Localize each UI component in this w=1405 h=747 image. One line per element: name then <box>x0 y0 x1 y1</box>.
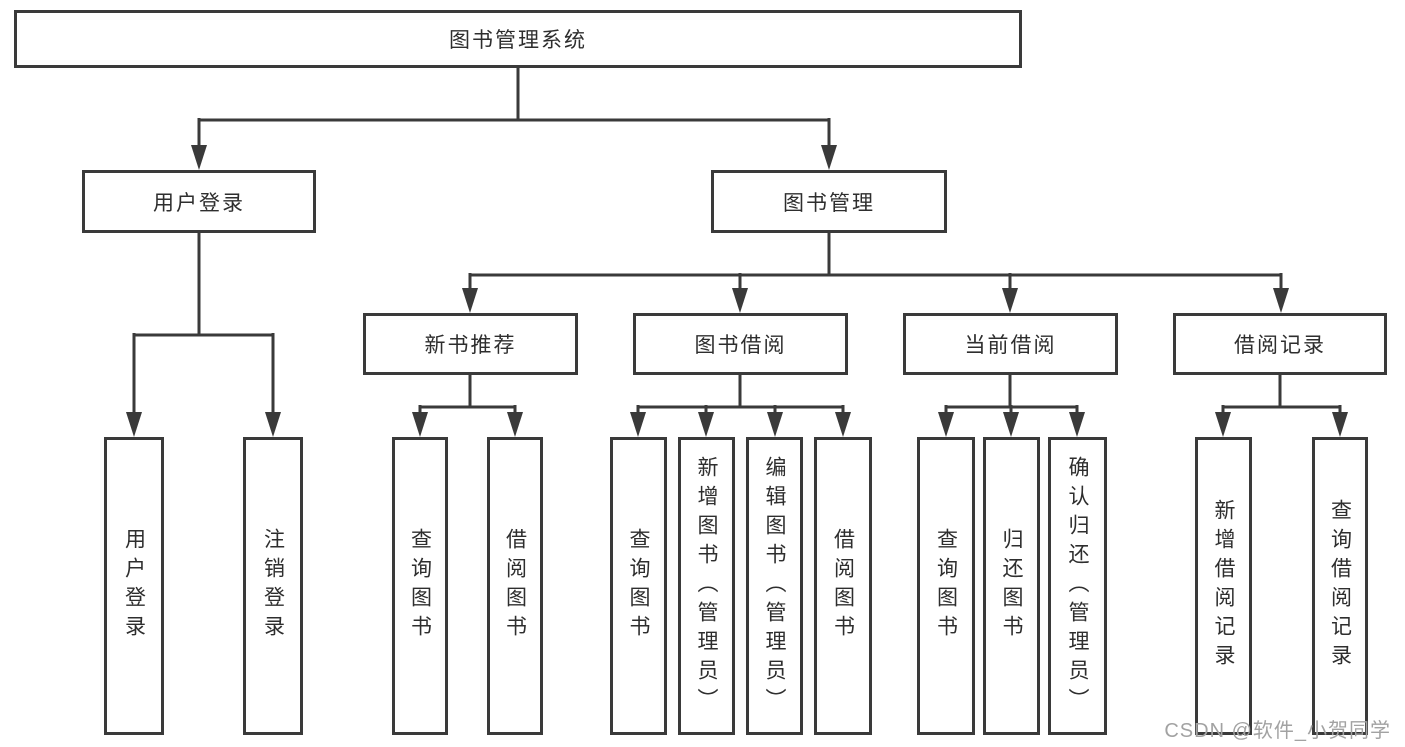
node-root-system-label: 图书管理系统 <box>449 29 587 52</box>
leaf-add-borrow-record-label: 新增借阅记录 <box>1212 499 1235 673</box>
leaf-borrow-book-recommend: 借阅图书 <box>487 437 543 735</box>
node-user-login-label: 用户登录 <box>153 191 245 215</box>
node-root-system: 图书管理系统 <box>14 10 1022 68</box>
leaf-add-book-admin-label: 新增图书（管理员） <box>695 455 718 717</box>
node-current-borrow: 当前借阅 <box>903 313 1118 375</box>
leaf-query-borrow-record-label: 查询借阅记录 <box>1328 499 1352 673</box>
leaf-borrow-book-borrow-label: 借阅图书 <box>831 528 855 644</box>
node-book-borrow: 图书借阅 <box>633 313 848 375</box>
node-current-borrow-label: 当前借阅 <box>964 334 1057 357</box>
leaf-user-login-label: 用户登录 <box>122 528 146 644</box>
leaf-query-book-borrow: 查询图书 <box>610 437 667 735</box>
leaf-query-book-current-label: 查询图书 <box>934 528 958 644</box>
leaf-borrow-book-recommend-label: 借阅图书 <box>503 528 527 644</box>
leaf-add-borrow-record: 新增借阅记录 <box>1195 437 1252 735</box>
leaf-return-book-label: 归还图书 <box>1000 528 1023 644</box>
node-user-login: 用户登录 <box>82 170 316 233</box>
node-book-management: 图书管理 <box>711 170 947 233</box>
leaf-edit-book-admin-label: 编辑图书（管理员） <box>763 455 786 717</box>
leaf-add-book-admin: 新增图书（管理员） <box>678 437 735 735</box>
node-new-book-recommend-label: 新书推荐 <box>424 334 517 357</box>
leaf-confirm-return-admin-label: 确认归还（管理员） <box>1066 455 1089 717</box>
node-book-management-label: 图书管理 <box>783 191 875 215</box>
node-borrow-record: 借阅记录 <box>1173 313 1387 375</box>
csdn-watermark: CSDN @软件_小贺同学 <box>1164 720 1391 742</box>
leaf-return-book: 归还图书 <box>983 437 1040 735</box>
node-borrow-record-label: 借阅记录 <box>1234 334 1326 357</box>
leaf-query-book-recommend-label: 查询图书 <box>408 528 432 644</box>
node-book-borrow-label: 图书借阅 <box>694 334 787 357</box>
leaf-logout: 注销登录 <box>243 437 303 735</box>
leaf-query-book-borrow-label: 查询图书 <box>627 528 650 644</box>
leaf-borrow-book-borrow: 借阅图书 <box>814 437 872 735</box>
leaf-confirm-return-admin: 确认归还（管理员） <box>1048 437 1107 735</box>
node-new-book-recommend: 新书推荐 <box>363 313 578 375</box>
leaf-query-borrow-record: 查询借阅记录 <box>1312 437 1368 735</box>
leaf-query-book-recommend: 查询图书 <box>392 437 448 735</box>
leaf-logout-label: 注销登录 <box>261 528 285 644</box>
leaf-user-login: 用户登录 <box>104 437 164 735</box>
leaf-query-book-current: 查询图书 <box>917 437 975 735</box>
leaf-edit-book-admin: 编辑图书（管理员） <box>746 437 803 735</box>
